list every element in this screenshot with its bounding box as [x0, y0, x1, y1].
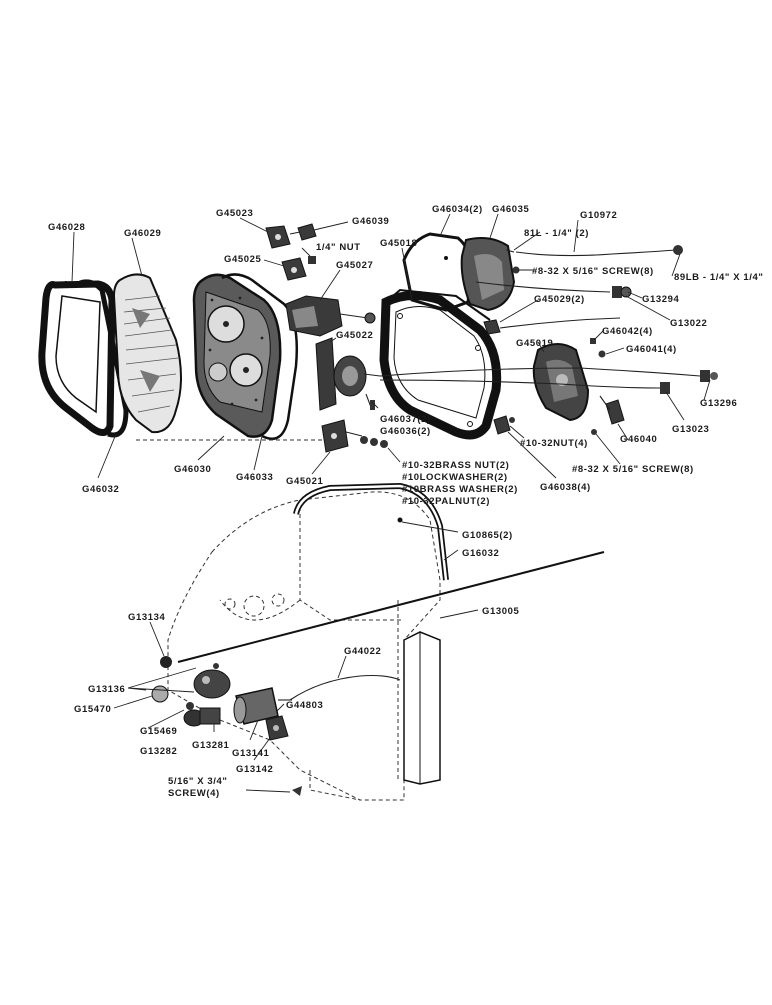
label-g13141: G13141	[232, 748, 270, 759]
label-g13294: G13294	[642, 294, 680, 305]
back-plate-g46035	[460, 237, 516, 312]
gauge-unit-g45022	[315, 337, 381, 411]
part-labels: G46028 G46029 G45023 G46039 1/4" NUT G45…	[48, 204, 764, 799]
label-g10865: G10865(2)	[462, 530, 513, 541]
label-g45021: G45021	[286, 476, 324, 487]
label-brass-washer: #10BRASS WASHER(2)	[402, 484, 518, 495]
label-g15469: G15469	[140, 726, 177, 737]
label-g44803: G44803	[286, 700, 323, 711]
wire-g10972	[505, 245, 683, 257]
bracket-g45023	[265, 225, 291, 249]
label-bulb-81l: 81L - 1/4" (2)	[524, 228, 589, 239]
label-g16032: G16032	[462, 548, 499, 559]
label-g13136: G13136	[88, 684, 125, 695]
cable-g44022	[289, 674, 401, 701]
housing-g45018	[379, 288, 502, 440]
switch-g45027	[285, 295, 376, 337]
label-screw-bottom-qty: SCREW(4)	[168, 788, 220, 799]
label-g13022: G13022	[670, 318, 707, 329]
label-nut: 1/4" NUT	[316, 242, 361, 253]
label-g45027: G45027	[336, 260, 373, 271]
label-screw-bottom-size: 5/16" X 3/4"	[168, 776, 228, 787]
label-g46033: G46033	[236, 472, 273, 483]
label-g46035: G46035	[492, 204, 530, 215]
bracket-g13005	[397, 600, 441, 785]
bulb-g45029	[483, 317, 621, 335]
label-g46034: G46034(2)	[432, 204, 483, 215]
label-g45019: G45019	[516, 338, 553, 349]
clip-g46039	[289, 223, 317, 241]
label-screw-832-lower: #8-32 X 5/16" SCREW(8)	[572, 464, 694, 475]
clip-g46038	[493, 415, 515, 435]
label-g10972: G10972	[580, 210, 617, 221]
knob-g13134	[160, 656, 172, 668]
label-g13282: G13282	[140, 746, 177, 757]
label-g46039: G46039	[352, 216, 389, 227]
switch-g13141	[265, 715, 289, 741]
label-g45018: G45018	[380, 238, 417, 249]
instrument-panel-face	[192, 273, 282, 438]
terminal-plate-g45021	[321, 419, 388, 453]
label-g46041: G46041(4)	[626, 344, 677, 355]
label-lockwasher: #10LOCKWASHER(2)	[402, 472, 508, 483]
label-g15470: G15470	[74, 704, 111, 715]
label-g13005: G13005	[482, 606, 520, 617]
label-g44022: G44022	[344, 646, 381, 657]
knob-g13282	[183, 707, 221, 727]
bezel-frame	[38, 279, 129, 438]
switch-g13136	[193, 663, 231, 699]
lens-glass	[112, 273, 182, 434]
clip-g46037	[365, 393, 375, 411]
leader-lines	[71, 213, 711, 793]
clip-g46040	[599, 395, 625, 425]
label-g13023: G13023	[672, 424, 709, 435]
screw-bottom	[292, 786, 302, 796]
label-g13281: G13281	[192, 740, 230, 751]
label-nut-1032: #10-32NUT(4)	[520, 438, 588, 449]
control-rod	[177, 551, 605, 663]
label-g13134: G13134	[128, 612, 166, 623]
knob-g15470	[151, 685, 169, 703]
trim-strip-g16032	[293, 482, 449, 581]
screw-8-32-lower	[591, 429, 597, 435]
nut-part	[308, 256, 316, 264]
label-g45025: G45025	[224, 254, 262, 265]
label-brass-nut: #10-32BRASS NUT(2)	[402, 460, 509, 471]
label-g45023: G45023	[216, 208, 253, 219]
label-bulb-89lb: 89LB - 1/4" X 1/4"	[674, 272, 764, 283]
switch-g44803	[233, 687, 292, 725]
label-g13142: G13142	[236, 764, 273, 775]
lamp-housing-g45019	[532, 343, 590, 422]
label-g13296: G13296	[700, 398, 737, 409]
washer-g46041	[598, 350, 606, 358]
label-g46036: G46036(2)	[380, 426, 431, 437]
label-g46028: G46028	[48, 222, 85, 233]
label-g46038: G46038(4)	[540, 482, 591, 493]
cable-g13023	[379, 379, 670, 394]
label-screw-832-top: #8-32 X 5/16" SCREW(8)	[532, 266, 654, 277]
label-g46030: G46030	[174, 464, 211, 475]
wire-g13294	[475, 281, 632, 298]
label-g45022: G45022	[336, 330, 373, 341]
bezel-g15469	[186, 702, 194, 710]
nut-g46042	[590, 338, 596, 344]
screw-8-32-top	[512, 266, 520, 274]
label-palnut: #10-32PALNUT(2)	[402, 496, 490, 507]
label-g46040: G46040	[620, 434, 657, 445]
label-g46042: G46042(4)	[602, 326, 653, 337]
label-g46029: G46029	[124, 228, 161, 239]
cable-g13296	[379, 367, 718, 382]
label-g45029: G45029(2)	[534, 294, 585, 305]
label-g46037: G46037(2)	[380, 414, 431, 425]
bracket-g45025	[281, 257, 307, 281]
label-g46032: G46032	[82, 484, 119, 495]
dash-panel-outline	[167, 491, 441, 801]
